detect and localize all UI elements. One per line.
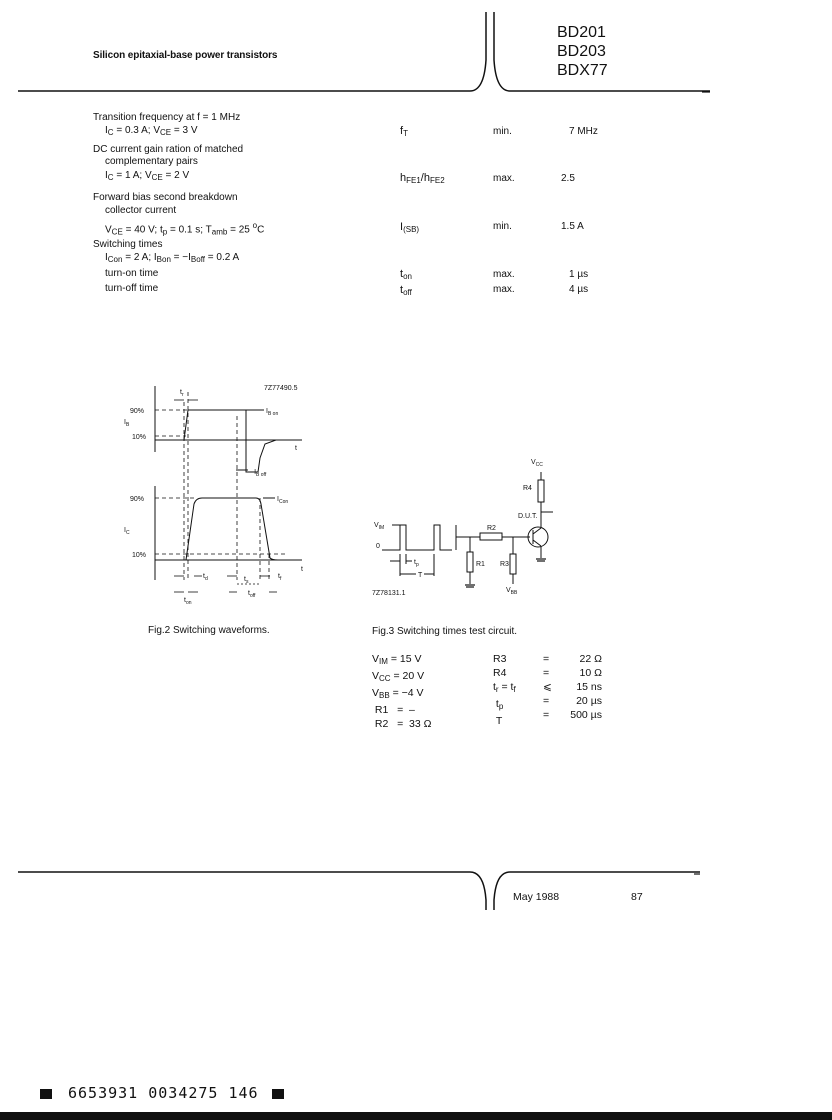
bottom-bar bbox=[0, 1112, 832, 1120]
spec-condition: IC = 0.3 A; VCE = 3 V bbox=[105, 125, 198, 137]
spec-qualifier: min. bbox=[493, 126, 512, 137]
spec-condition: IC = 1 A; VCE = 2 V bbox=[105, 170, 190, 182]
spec-value: 1 µs bbox=[569, 269, 589, 280]
component-op: = bbox=[543, 709, 550, 721]
svg-text:toff: toff bbox=[248, 590, 256, 599]
barcode-block-icon bbox=[272, 1089, 284, 1099]
component-value: R2 = 33 Ω bbox=[372, 718, 432, 730]
svg-text:VBB: VBB bbox=[506, 587, 518, 596]
spec-qualifier: max. bbox=[493, 269, 515, 280]
publication-date: May 1988 bbox=[513, 891, 560, 903]
svg-text:tr: tr bbox=[180, 389, 184, 398]
svg-text:0: 0 bbox=[376, 543, 380, 550]
figure-caption: Fig.3 Switching times test circuit. bbox=[372, 626, 518, 637]
svg-text:T: T bbox=[418, 572, 423, 579]
component-value: R1 = – bbox=[372, 704, 415, 716]
svg-text:ICon: ICon bbox=[277, 496, 288, 505]
svg-text:R1: R1 bbox=[476, 561, 485, 568]
component-value: VCC = 20 V bbox=[372, 670, 425, 683]
spec-value: 4 µs bbox=[569, 284, 589, 295]
component-value: 10 Ω bbox=[579, 667, 602, 679]
spec-condition: VCE = 40 V; tp = 0.1 s; Tamb = 25 oC bbox=[105, 221, 265, 237]
spec-param: Forward bias second breakdown bbox=[93, 192, 238, 203]
svg-text:td: td bbox=[203, 573, 208, 582]
spec-value: 2.5 bbox=[561, 173, 575, 184]
part-number: BD201 bbox=[557, 24, 606, 41]
spec-symbol: fT bbox=[400, 125, 408, 138]
part-number: BDX77 bbox=[557, 62, 608, 79]
svg-text:90%: 90% bbox=[130, 408, 144, 415]
spec-qualifier: max. bbox=[493, 173, 515, 184]
spec-value: 7 MHz bbox=[569, 126, 598, 137]
component-name: R4 bbox=[493, 667, 507, 679]
component-value: VIM = 15 V bbox=[372, 653, 422, 666]
spec-param: collector current bbox=[105, 205, 177, 216]
page-number: 87 bbox=[631, 891, 643, 903]
figure-caption: Fig.2 Switching waveforms. bbox=[148, 625, 270, 636]
svg-text:R2: R2 bbox=[487, 525, 496, 532]
svg-text:IB on: IB on bbox=[266, 408, 278, 417]
component-value: 500 µs bbox=[570, 709, 602, 721]
switching-waveforms-diagram: 7Z77490.5 tr 90% IB 10% IB on t −IB off … bbox=[124, 385, 303, 606]
svg-text:D.U.T.: D.U.T. bbox=[518, 513, 538, 520]
spec-value: 1.5 A bbox=[561, 221, 584, 232]
spec-param: Switching times bbox=[93, 239, 163, 250]
svg-text:10%: 10% bbox=[132, 552, 146, 559]
component-values-right: R3 R4 tr = tf tp T bbox=[493, 652, 516, 728]
component-value: 15 ns bbox=[576, 681, 602, 693]
spec-param: turn-off time bbox=[105, 283, 159, 294]
footer-rule bbox=[18, 871, 700, 910]
spec-param: complementary pairs bbox=[105, 156, 198, 167]
component-values-left: VIM = 15 V VCC = 20 V VBB = −4 V R1 = – … bbox=[372, 652, 432, 731]
svg-text:t: t bbox=[295, 445, 297, 452]
svg-text:VCC: VCC bbox=[531, 459, 543, 468]
component-op: ⩽ bbox=[543, 681, 552, 693]
component-name: R3 bbox=[493, 653, 507, 665]
svg-text:tf: tf bbox=[278, 573, 282, 582]
component-op: = bbox=[543, 695, 550, 707]
figure-code: 7Z78131.1 bbox=[372, 590, 406, 597]
spec-qualifier: max. bbox=[493, 284, 515, 295]
barcode-number: 6653931 0034275 146 bbox=[68, 1084, 259, 1102]
svg-text:−IB off: −IB off bbox=[250, 469, 267, 478]
component-values: 22 Ω 10 Ω 15 ns 20 µs 500 µs bbox=[554, 652, 602, 722]
component-value: VBB = −4 V bbox=[372, 687, 424, 700]
component-name: tp bbox=[493, 698, 504, 711]
component-op: = bbox=[543, 653, 550, 665]
svg-text:R4: R4 bbox=[523, 485, 532, 492]
svg-text:IC: IC bbox=[124, 527, 130, 536]
document-title: Silicon epitaxial-base power transistors bbox=[93, 50, 278, 61]
component-op: = bbox=[543, 667, 550, 679]
svg-text:VIM: VIM bbox=[374, 522, 384, 531]
svg-text:tp: tp bbox=[414, 559, 419, 568]
spec-symbol: I(SB) bbox=[400, 221, 420, 234]
component-name: T bbox=[493, 715, 503, 727]
test-circuit-diagram: VIM 0 R2 R1 R3 R4 D.U.T. VCC VBB tp T 7Z… bbox=[372, 459, 553, 597]
svg-text:R3: R3 bbox=[500, 561, 509, 568]
spec-symbol: ton bbox=[400, 268, 412, 281]
svg-text:10%: 10% bbox=[132, 434, 146, 441]
svg-text:t: t bbox=[301, 566, 303, 573]
spec-param: turn-on time bbox=[105, 268, 159, 279]
svg-text:ts: ts bbox=[244, 576, 249, 585]
component-value: 22 Ω bbox=[579, 653, 602, 665]
svg-text:IB: IB bbox=[124, 419, 130, 428]
part-number: BD203 bbox=[557, 43, 606, 60]
component-value: 20 µs bbox=[576, 695, 602, 707]
spec-symbol: toff bbox=[400, 284, 412, 297]
svg-text:90%: 90% bbox=[130, 496, 144, 503]
component-ops: = = ⩽ = = bbox=[543, 652, 552, 722]
svg-text:ton: ton bbox=[184, 597, 192, 606]
spec-qualifier: min. bbox=[493, 221, 512, 232]
component-name: tr = tf bbox=[493, 681, 516, 694]
barcode-block-icon bbox=[40, 1089, 52, 1099]
spec-symbol: hFE1/hFE2 bbox=[400, 172, 445, 185]
spec-param: DC current gain ration of matched bbox=[93, 144, 244, 155]
spec-condition: ICon = 2 A; IBon = −IBoff = 0.2 A bbox=[105, 252, 240, 264]
spec-param: Transition frequency at f = 1 MHz bbox=[93, 112, 241, 123]
part-numbers: BD201 BD203 BDX77 bbox=[557, 23, 608, 80]
header-rule bbox=[18, 12, 710, 93]
figure-code: 7Z77490.5 bbox=[264, 385, 298, 392]
